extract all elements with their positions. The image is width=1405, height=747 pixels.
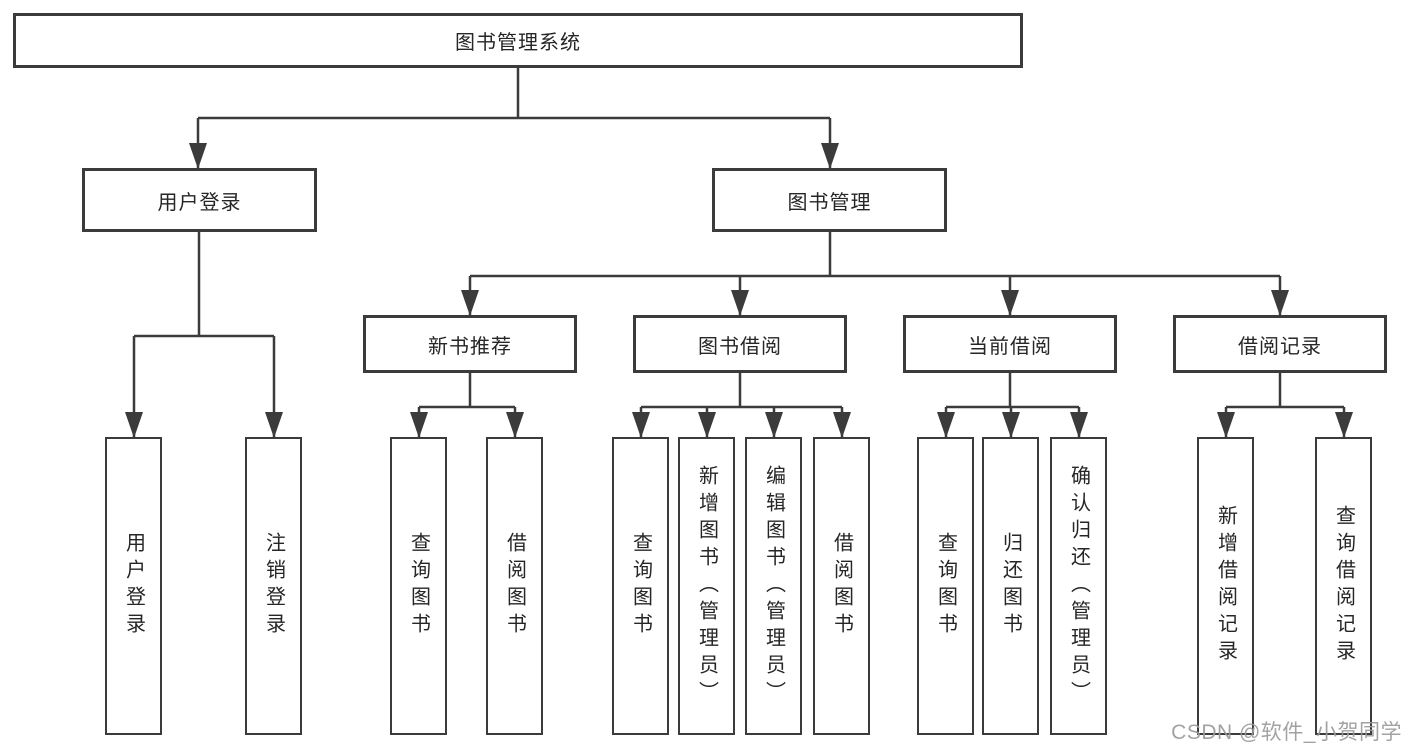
- node-current-borrow-label: 当前借阅: [968, 335, 1052, 358]
- leaf-borrow-books-label: 借阅图书: [830, 532, 853, 640]
- node-new-book-recommend: 新书推荐: [363, 315, 577, 373]
- node-library-system-label: 图书管理系统: [455, 32, 581, 54]
- leaf-confirm-return-admin: 确认归还（管理员）: [1050, 437, 1107, 735]
- leaf-user-login: 用户登录: [105, 437, 162, 735]
- leaf-confirm-return-admin-label: 确认归还（管理员）: [1067, 464, 1090, 708]
- leaf-add-borrow-record-label: 新增借阅记录: [1214, 505, 1237, 667]
- leaf-query-borrow-record: 查询借阅记录: [1315, 437, 1372, 735]
- leaf-add-borrow-record: 新增借阅记录: [1197, 437, 1254, 735]
- leaf-borrow-books-recommend: 借阅图书: [486, 437, 543, 735]
- leaf-query-books-recommend: 查询图书: [390, 437, 447, 735]
- leaf-add-books-admin: 新增图书（管理员）: [678, 437, 735, 735]
- leaf-return-books-label: 归还图书: [999, 532, 1022, 640]
- leaf-edit-books-admin-label: 编辑图书（管理员）: [762, 464, 785, 708]
- node-library-system: 图书管理系统: [13, 13, 1023, 68]
- node-current-borrow: 当前借阅: [903, 315, 1117, 373]
- leaf-query-books-recommend-label: 查询图书: [407, 532, 430, 640]
- node-book-management: 图书管理: [712, 168, 947, 232]
- node-book-borrow: 图书借阅: [633, 315, 847, 373]
- leaf-query-books-current: 查询图书: [917, 437, 974, 735]
- node-user-login: 用户登录: [82, 168, 317, 232]
- leaf-logout: 注销登录: [245, 437, 302, 735]
- leaf-borrow-books-recommend-label: 借阅图书: [503, 532, 526, 640]
- leaf-query-borrow-record-label: 查询借阅记录: [1332, 505, 1355, 667]
- node-new-book-recommend-label: 新书推荐: [428, 335, 512, 358]
- leaf-user-login-label: 用户登录: [122, 532, 145, 640]
- watermark: CSDN @软件_小贺同学: [1171, 721, 1402, 744]
- leaf-edit-books-admin: 编辑图书（管理员）: [745, 437, 802, 735]
- node-borrow-records: 借阅记录: [1173, 315, 1387, 373]
- node-book-management-label: 图书管理: [787, 191, 872, 214]
- leaf-borrow-books: 借阅图书: [813, 437, 870, 735]
- leaf-query-books-current-label: 查询图书: [934, 532, 957, 640]
- leaf-return-books: 归还图书: [982, 437, 1039, 735]
- node-book-borrow-label: 图书借阅: [698, 335, 782, 358]
- leaf-query-books-borrow-label: 查询图书: [629, 532, 652, 640]
- leaf-logout-label: 注销登录: [262, 532, 285, 640]
- leaf-query-books-borrow: 查询图书: [612, 437, 669, 735]
- node-borrow-records-label: 借阅记录: [1238, 335, 1322, 358]
- node-user-login-label: 用户登录: [157, 191, 242, 214]
- leaf-add-books-admin-label: 新增图书（管理员）: [695, 464, 718, 708]
